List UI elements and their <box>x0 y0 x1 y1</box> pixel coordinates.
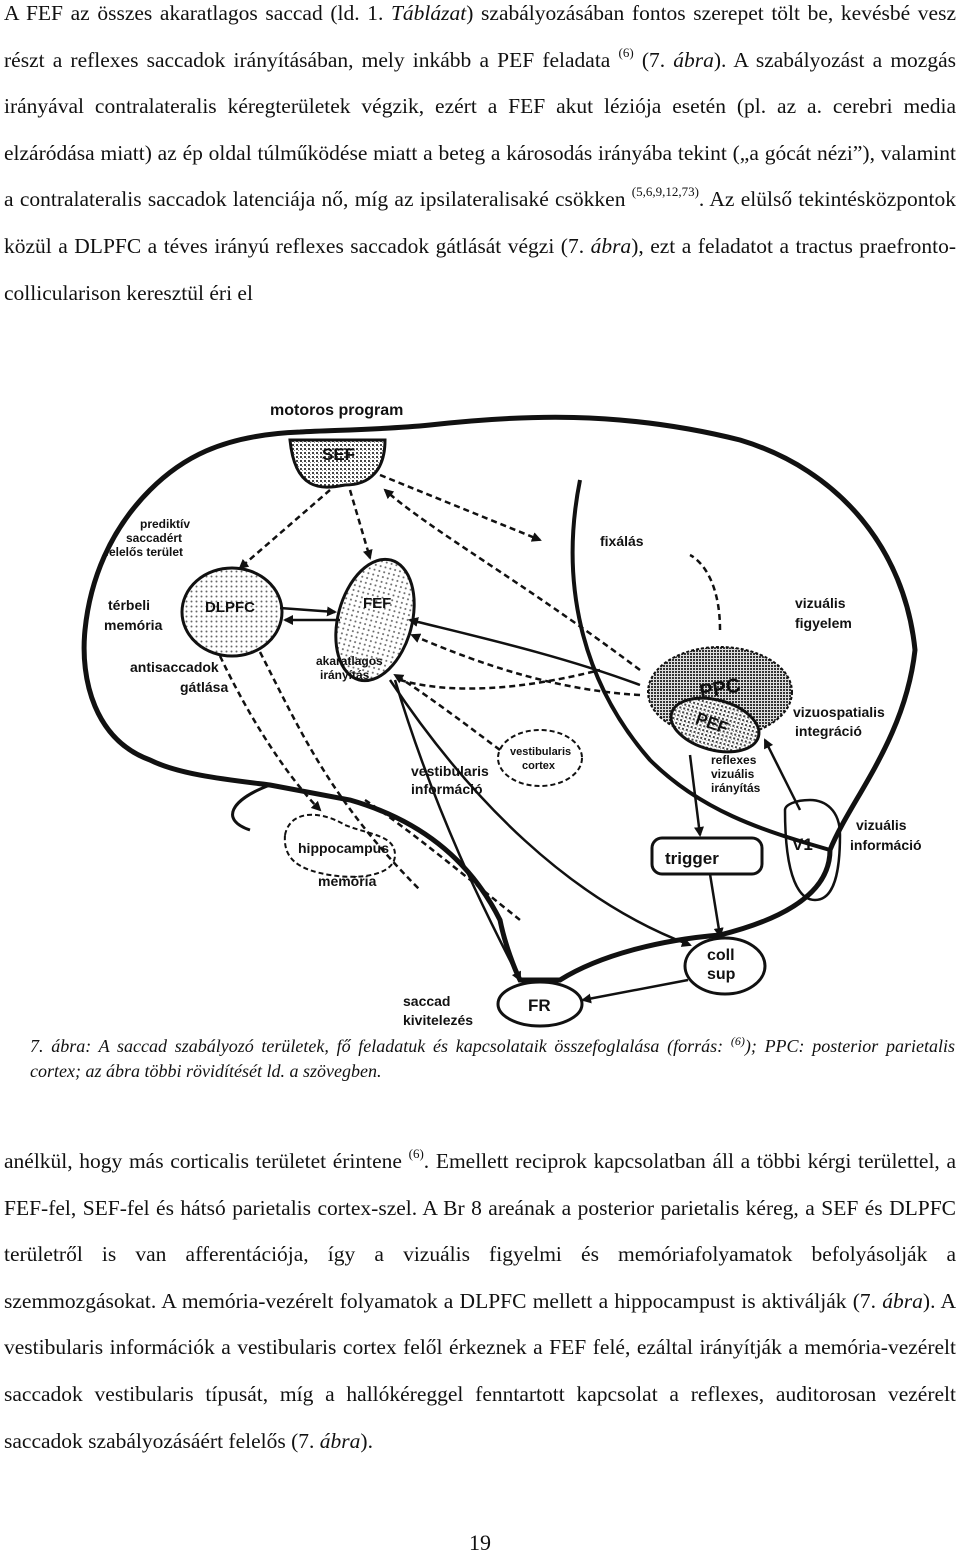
v1-region <box>783 798 842 902</box>
saccad-label-1: saccad <box>403 993 450 1009</box>
antisaccadok-label-1: antisaccadok <box>130 659 219 675</box>
vizuospatialis-label-1: vizuospatialis <box>793 704 885 720</box>
fef-region <box>334 557 416 683</box>
dlpfc-label: DLPFC <box>205 599 255 616</box>
pef-region <box>669 696 761 754</box>
memoria-label: memória <box>318 873 377 889</box>
sef-region <box>288 438 387 489</box>
fr-region <box>496 980 584 1028</box>
terbeli-label-2: memória <box>104 617 163 633</box>
reflexes-label-2: vizuális <box>711 767 755 781</box>
dlpfc-region <box>180 566 284 658</box>
sef-label: SEF <box>322 445 355 464</box>
vestibularis-cortex-label-2: cortex <box>522 760 556 772</box>
text-italic: ábra <box>590 233 632 258</box>
text-italic: ábra <box>319 1428 361 1453</box>
trigger-box <box>650 836 764 876</box>
citation-ref: (6) <box>618 44 634 60</box>
text-italic: ábra <box>673 47 714 72</box>
fr-label: FR <box>528 996 551 1015</box>
citation-ref: (6) <box>730 1034 745 1048</box>
prediktiv-label-1: prediktív <box>140 517 190 531</box>
vizualis-info-label-1: vizuális <box>856 817 907 833</box>
fixalas-label: fixálás <box>600 533 644 549</box>
vizualis-info-label-2: információ <box>850 837 922 853</box>
v1-label: V1 <box>792 835 813 854</box>
akaratlagos-label-1: akaratlagos <box>316 654 383 668</box>
vestibularis-info-label-1: vestibularis <box>411 763 489 779</box>
text-run: ). <box>360 1428 373 1453</box>
caption-text: ); PPC: posterior parietalis cortex; az … <box>30 1036 955 1081</box>
brain-outline <box>81 414 918 983</box>
prediktiv-label-2: saccadért <box>126 531 182 545</box>
fef-label: FEF <box>363 595 391 612</box>
text-run: ). A vestibularis információk a vestibul… <box>4 1288 957 1453</box>
page-number: 19 <box>469 1530 491 1555</box>
text-italic: ábra <box>882 1288 923 1313</box>
saccade-regulation-diagram: SEF motoros program DLPFC FEF PPC PEF ve… <box>81 402 922 1028</box>
text-run: . Az elülső tekintésközpontok közül a DL… <box>4 187 956 258</box>
vestibularis-cortex-label-1: vestibularis <box>510 746 571 758</box>
text-run: ), ezt a feladatot a tractus praefronto-… <box>4 233 956 305</box>
vestibularis-info-label-2: információ <box>411 781 483 797</box>
antisaccadok-label-2: gátlása <box>180 679 228 695</box>
coll-label: coll <box>707 947 735 964</box>
citation-ref: (6) <box>408 1146 424 1161</box>
hippocampus-label: hippocampus <box>298 840 389 856</box>
motoros-program-label: motoros program <box>270 402 403 419</box>
text-run: anélkül, hogy más corticalis területet é… <box>4 1149 409 1173</box>
reflexes-label-3: irányítás <box>711 781 761 795</box>
text-run: (7. <box>633 47 674 72</box>
citation-ref: (5,6,9,12,73) <box>631 184 699 200</box>
paragraph-bottom: anélkül, hogy más corticalis területet é… <box>4 1138 956 1464</box>
text-run: . Emellett reciprok kapcsolatban áll a t… <box>4 1149 956 1313</box>
sup-label: sup <box>707 966 736 983</box>
colliculus-superior-region <box>683 936 767 996</box>
figure-caption: 7. ábra: A saccad szabályozó területek, … <box>30 1034 955 1084</box>
saccad-label-2: kivitelezés <box>403 1012 473 1028</box>
caption-text: 7. ábra: A saccad szabályozó területek, … <box>30 1036 731 1056</box>
text-run: A FEF az összes akaratlagos saccad (ld. … <box>4 1 391 25</box>
prediktiv-label-3: felelős terület <box>105 545 183 559</box>
text-italic: Táblázat <box>390 1 467 25</box>
vizualis-figyelem-label-2: figyelem <box>795 615 852 631</box>
vizuospatialis-label-2: integráció <box>795 723 862 739</box>
terbeli-label-1: térbeli <box>108 597 150 613</box>
hippocampus-region <box>283 813 397 878</box>
text-run: ). A szabályozást a mozgás irányával con… <box>4 47 956 212</box>
trigger-label: trigger <box>665 849 719 868</box>
vestibularis-cortex-region <box>497 729 583 787</box>
vizualis-figyelem-label-1: vizuális <box>795 595 846 611</box>
reflexes-label-1: reflexes <box>711 753 757 767</box>
akaratlagos-label-2: irányítás <box>320 668 370 682</box>
text-run: ) szabályozásában fontos szerepet tölt b… <box>4 1 956 72</box>
paragraph-top: A FEF az összes akaratlagos saccad (ld. … <box>4 0 956 316</box>
